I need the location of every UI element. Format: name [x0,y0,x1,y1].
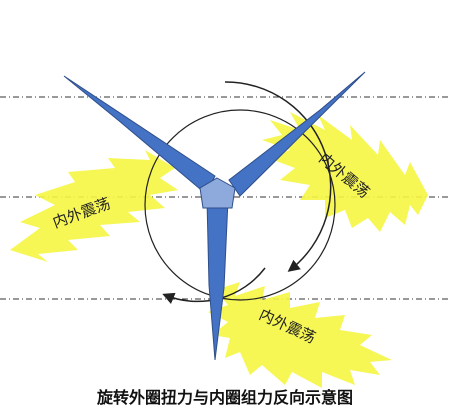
oscillation-burst-left [10,150,178,262]
rotation-circle [144,109,336,301]
blade-upper-right [228,71,366,197]
oscillation-burst-right [262,112,428,232]
rotor-hub [199,177,236,209]
diagram-caption: 旋转外圈扭力与内圈组力反向示意图 [96,388,353,407]
outer-torque-arc-top [224,81,332,272]
oscillation-burst-bottom [208,282,392,388]
